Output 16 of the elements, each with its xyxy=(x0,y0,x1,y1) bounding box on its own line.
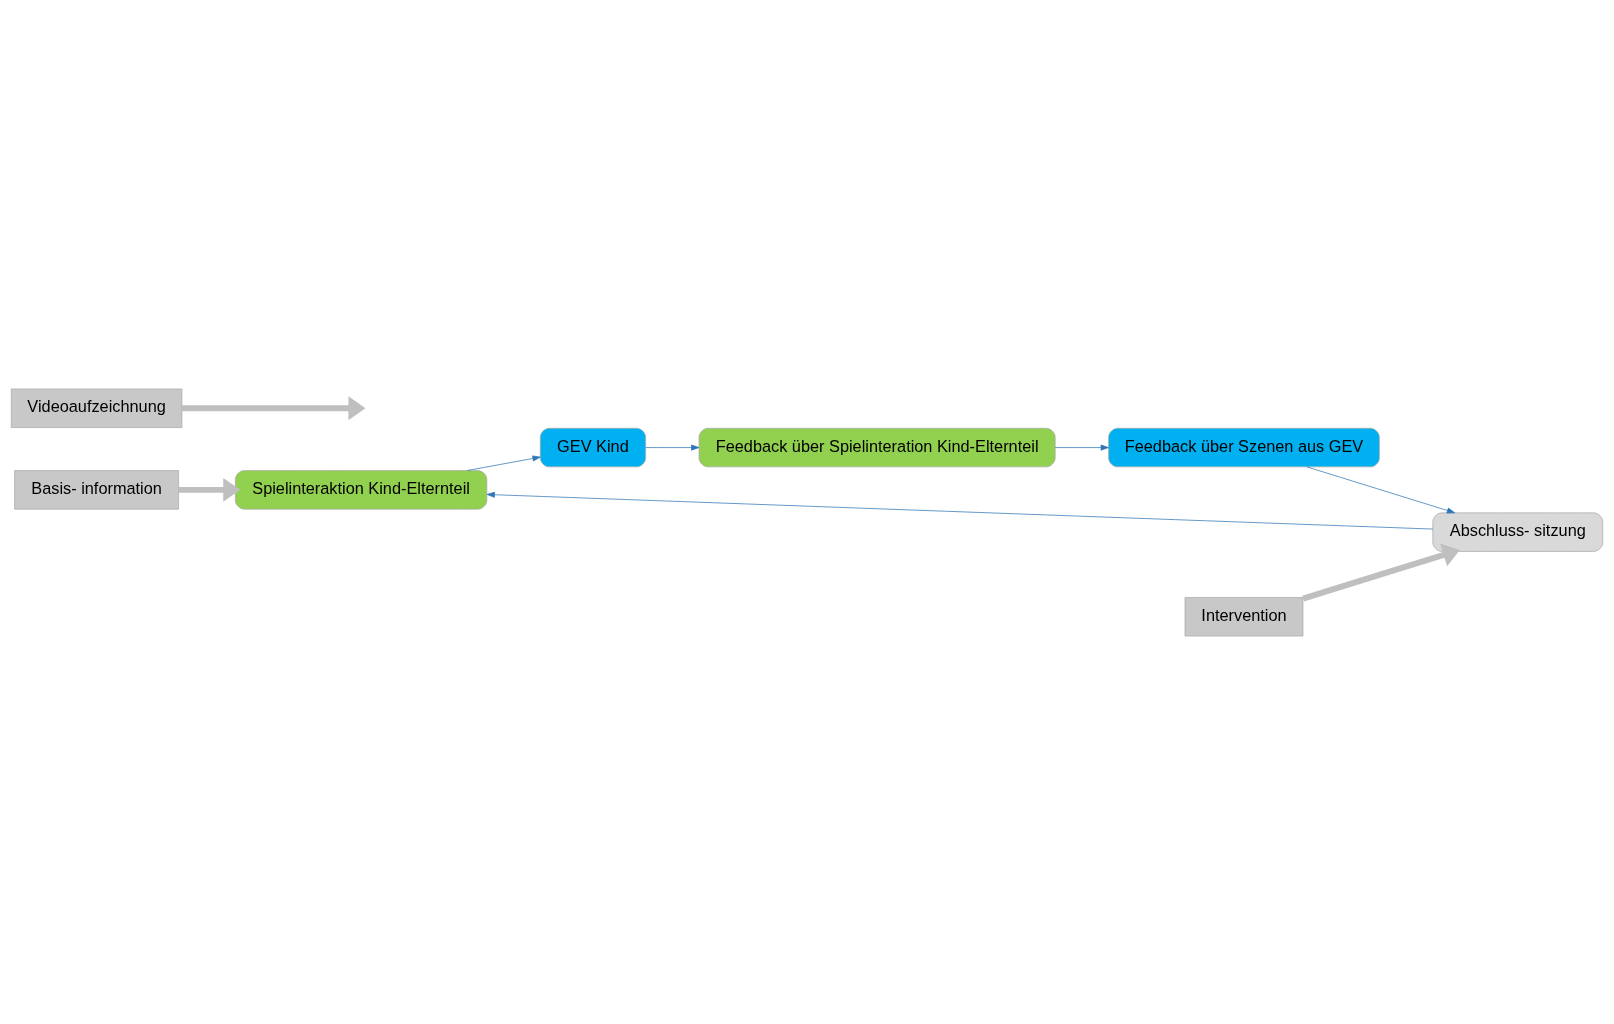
arrow xyxy=(182,395,366,420)
arrow xyxy=(1302,543,1460,601)
arrow xyxy=(1054,444,1109,451)
node-box: Feedback über Szenen aus GEV xyxy=(1108,427,1380,467)
arrow xyxy=(466,455,541,471)
arrow xyxy=(486,491,1434,529)
node-box: Abschluss- sitzung xyxy=(1432,512,1604,552)
arrow xyxy=(645,444,700,451)
node-box: Intervention xyxy=(1184,596,1304,636)
node-box: Feedback über Spielinteration Kind-Elternteil xyxy=(698,427,1056,467)
arrow xyxy=(1306,466,1456,513)
node-box: Basis- information xyxy=(14,469,179,510)
node-box: GEV Kind xyxy=(539,427,646,467)
node-box: Spielinteraktion Kind-Elternteil xyxy=(234,469,488,510)
arrow xyxy=(178,477,241,502)
node-box: Videoaufzeichnung xyxy=(10,388,183,428)
